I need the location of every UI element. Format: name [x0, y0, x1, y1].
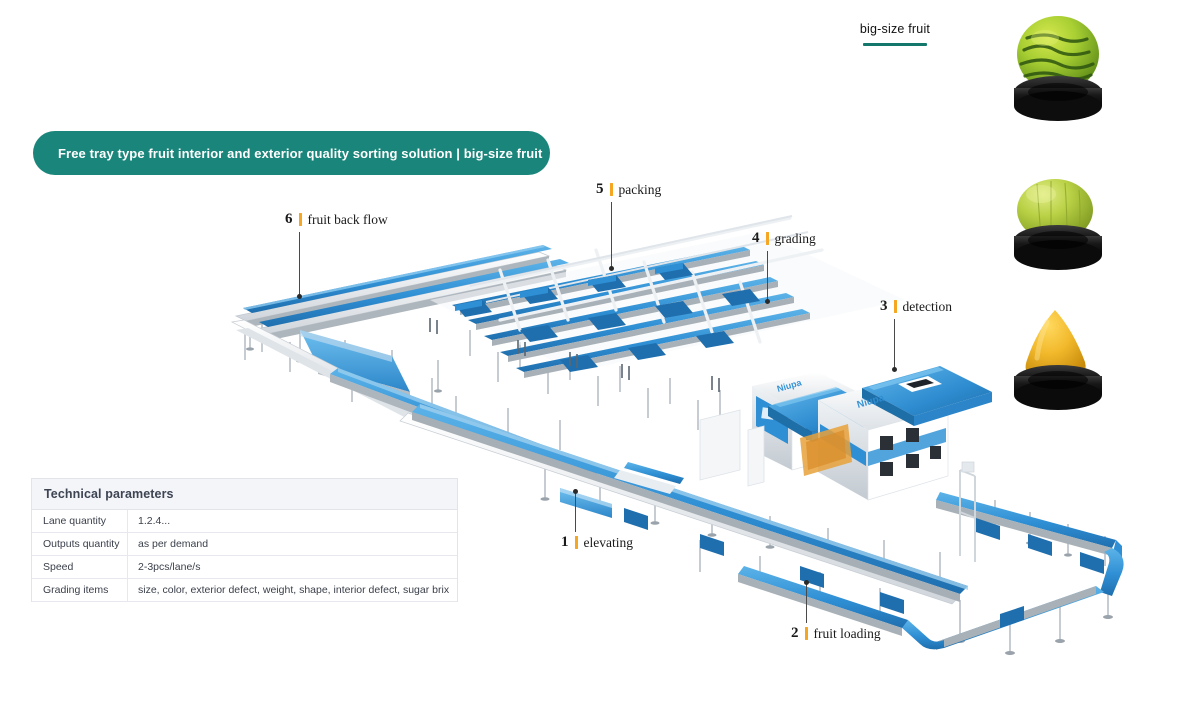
fruit-sample-mango	[997, 300, 1119, 412]
table-row: Grading items size, color, exterior defe…	[32, 579, 457, 602]
fruit-sample-melon	[997, 170, 1119, 278]
callout-4-leader-line	[767, 251, 768, 301]
callout-6: 6 fruit back flow	[285, 211, 388, 228]
callout-4-leader-dot	[765, 299, 770, 304]
callout-3-leader-dot	[892, 367, 897, 372]
callout-3-number: 3	[880, 298, 888, 314]
callout-2-leader-line	[806, 583, 807, 623]
callout-1-leader-dot	[573, 489, 578, 494]
callout-5-number: 5	[596, 181, 604, 197]
param-key: Grading items	[32, 579, 128, 601]
table-row: Outputs quantity as per demand	[32, 533, 457, 556]
callout-2-label: fruit loading	[813, 625, 881, 641]
callout-3-label: detection	[902, 298, 952, 314]
callout-1-label: elevating	[583, 534, 633, 550]
param-key: Speed	[32, 556, 128, 578]
param-value: 2-3pcs/lane/s	[138, 561, 201, 573]
callout-2-marker	[804, 627, 808, 640]
technical-parameters-table: Technical parameters Lane quantity 1.2.4…	[31, 478, 458, 602]
param-value: as per demand	[138, 538, 209, 550]
param-key: Lane quantity	[32, 510, 128, 532]
callout-6-marker	[298, 213, 302, 226]
callout-4-label: grading	[774, 230, 816, 246]
callout-1: 1 elevating	[561, 534, 633, 551]
technical-parameters-title: Technical parameters	[32, 479, 457, 510]
callout-5-leader-dot	[609, 266, 614, 271]
callout-3-leader-line	[894, 319, 895, 369]
tab-big-size-fruit[interactable]: big-size fruit	[820, 22, 970, 46]
fruit-sample-watermelon	[997, 14, 1119, 124]
callout-4-marker	[765, 232, 769, 245]
callout-5-marker	[609, 183, 613, 196]
tab-active-underline	[863, 43, 927, 46]
param-value: size, color, exterior defect, weight, sh…	[138, 584, 450, 596]
title-banner-text: Free tray type fruit interior and exteri…	[58, 145, 543, 161]
callout-5: 5 packing	[596, 181, 661, 198]
table-row: Speed 2-3pcs/lane/s	[32, 556, 457, 579]
callout-4-number: 4	[752, 230, 760, 246]
callout-1-marker	[574, 536, 578, 549]
tab-label: big-size fruit	[859, 22, 931, 36]
callout-4: 4 grading	[752, 230, 816, 247]
callout-6-leader-line	[299, 232, 300, 296]
callout-2: 2 fruit loading	[791, 625, 881, 642]
svg-text:Niupa: Niupa	[856, 393, 886, 411]
param-key: Outputs quantity	[32, 533, 128, 555]
callout-5-leader-line	[611, 202, 612, 268]
param-value: 1.2.4...	[138, 515, 171, 527]
callout-6-leader-dot	[297, 294, 302, 299]
callout-3: 3 detection	[880, 298, 952, 315]
callout-6-label: fruit back flow	[307, 211, 388, 227]
callout-6-number: 6	[285, 211, 293, 227]
svg-text:Niupa: Niupa	[776, 377, 804, 394]
callout-1-leader-line	[575, 492, 576, 532]
title-banner: Free tray type fruit interior and exteri…	[33, 131, 550, 175]
table-row: Lane quantity 1.2.4...	[32, 510, 457, 533]
callout-1-number: 1	[561, 534, 569, 550]
callout-3-marker	[893, 300, 897, 313]
callout-5-label: packing	[618, 181, 662, 197]
callout-2-number: 2	[791, 625, 799, 641]
callout-2-leader-dot	[804, 580, 809, 585]
